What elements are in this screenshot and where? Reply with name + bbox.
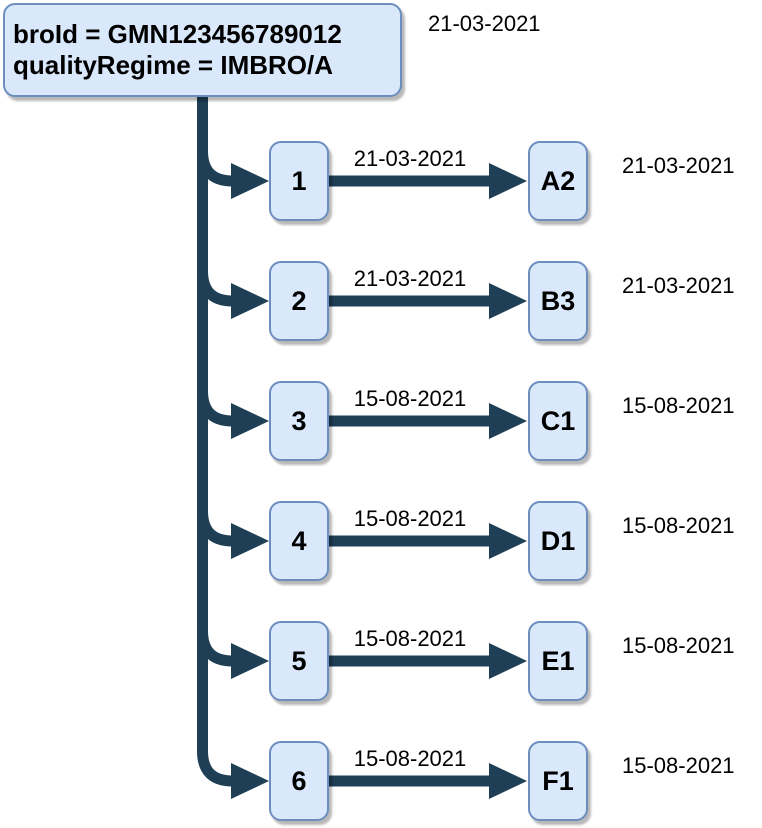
tree-row-2: 21-03-2021 2 B3 21-03-2021 <box>0 261 762 341</box>
target-node-c1: C1 <box>528 381 588 461</box>
event-node-2: 2 <box>269 261 329 341</box>
target-date-label: 21-03-2021 <box>622 153 735 178</box>
root-node: broId = GMN123456789012 qualityRegime = … <box>3 3 402 97</box>
edge-date-label: 15-08-2021 <box>353 386 467 411</box>
event-node-3: 3 <box>269 381 329 461</box>
target-node-f1: F1 <box>528 741 588 821</box>
edge-date-label: 15-08-2021 <box>353 626 467 651</box>
target-node-b3: B3 <box>528 261 588 341</box>
event-node-5: 5 <box>269 621 329 701</box>
target-date-label: 15-08-2021 <box>622 393 735 418</box>
edge-date-label: 15-08-2021 <box>353 506 467 531</box>
target-node-e1: E1 <box>528 621 588 701</box>
target-node-d1: D1 <box>528 501 588 581</box>
edge-date-label: 21-03-2021 <box>353 266 467 291</box>
edge-date-label: 21-03-2021 <box>353 146 467 171</box>
target-date-label: 15-08-2021 <box>622 633 735 658</box>
tree-row-6: 15-08-2021 6 F1 15-08-2021 <box>0 741 762 821</box>
root-node-line1: broId = GMN123456789012 <box>13 19 342 49</box>
link-arrowheads <box>489 163 527 799</box>
tree-row-3: 15-08-2021 3 C1 15-08-2021 <box>0 381 762 461</box>
root-node-line2: qualityRegime = IMBRO/A <box>13 50 333 80</box>
tree-row-1: 21-03-2021 1 A2 21-03-2021 <box>0 141 762 221</box>
target-date-label: 15-08-2021 <box>622 753 735 778</box>
target-node-a2: A2 <box>528 141 588 221</box>
branch-arrowheads <box>231 163 269 799</box>
target-date-label: 15-08-2021 <box>622 513 735 538</box>
event-node-4: 4 <box>269 501 329 581</box>
target-date-label: 21-03-2021 <box>622 273 735 298</box>
event-node-1: 1 <box>269 141 329 221</box>
link-arrow-lines <box>329 175 492 787</box>
root-date-label: 21-03-2021 <box>428 11 541 36</box>
tree-row-5: 15-08-2021 5 E1 15-08-2021 <box>0 621 762 701</box>
edge-date-label: 15-08-2021 <box>353 746 467 771</box>
event-node-6: 6 <box>269 741 329 821</box>
tree-row-4: 15-08-2021 4 D1 15-08-2021 <box>0 501 762 581</box>
